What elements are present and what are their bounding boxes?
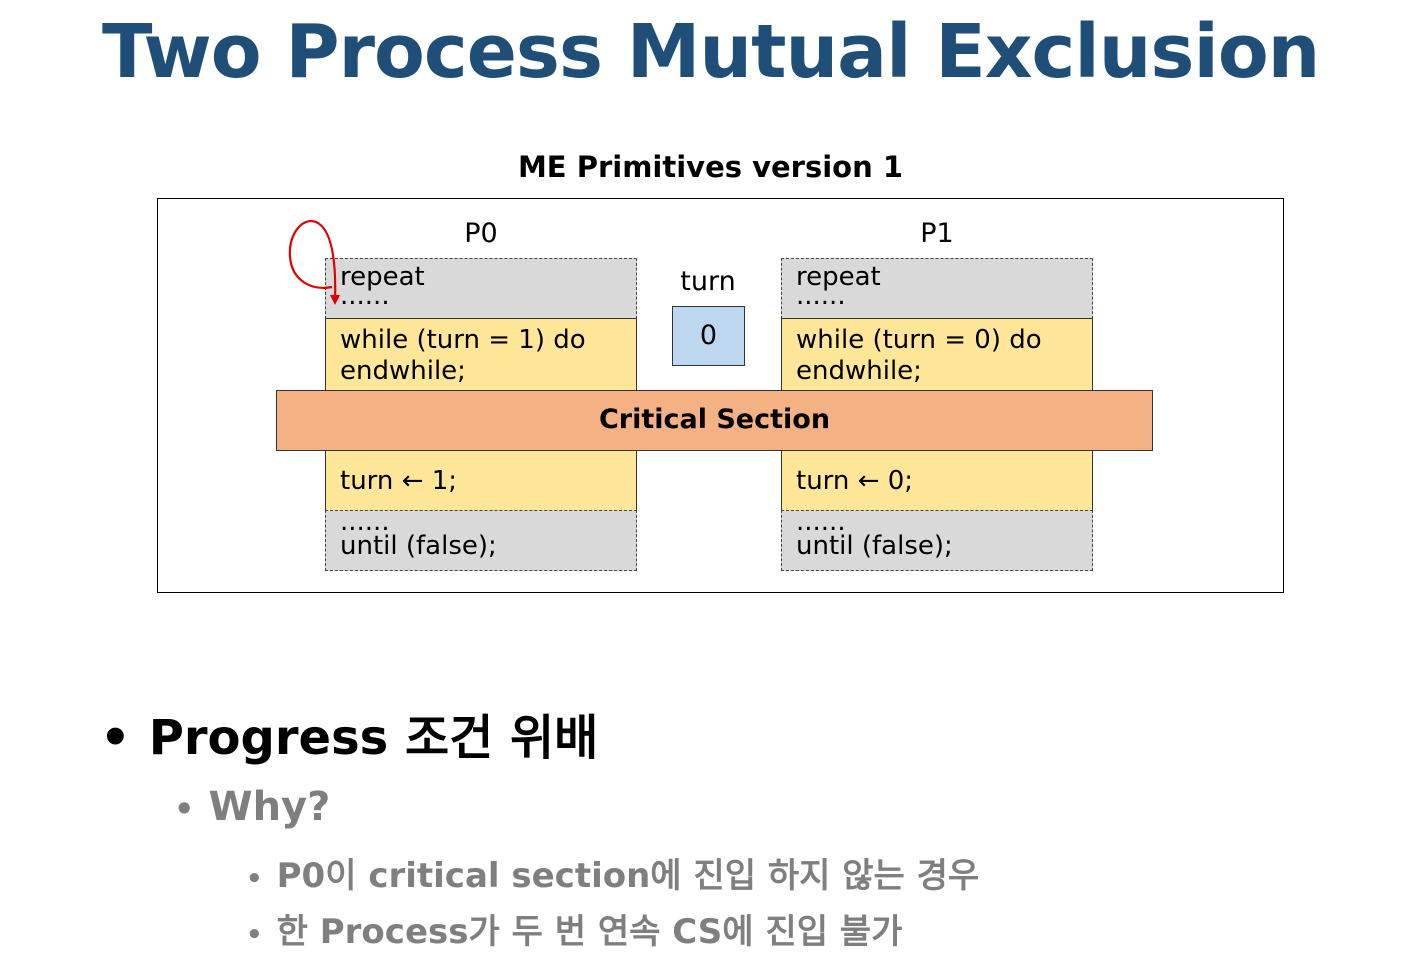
bullet-dot: •	[246, 864, 263, 894]
p0-ellipsis-text: ......	[340, 281, 390, 311]
bullet-dot: •	[100, 710, 131, 766]
bullet-progress-violation: • Progress 조건 위배	[100, 698, 598, 768]
bullet-dot: •	[246, 920, 263, 950]
turn-variable-label: turn	[680, 266, 736, 297]
bullet-why: • Why?	[174, 784, 330, 830]
p0-exit-ellipsis-text: ......	[340, 507, 390, 537]
p1-label: P1	[920, 218, 954, 249]
bullet-reason-2: • 한 Process가 두 번 연속 CS에 진입 불가	[246, 904, 902, 953]
p0-entry-code-box: while (turn = 1) do endwhile;	[325, 318, 637, 392]
turn-variable-box: 0	[672, 306, 745, 366]
p1-while-text: while (turn = 0) do	[796, 325, 1042, 355]
p1-turn-assign-text: turn ← 0;	[796, 466, 913, 496]
p0-until-text: until (false);	[340, 531, 497, 561]
p0-repeat-text: repeat	[340, 262, 425, 292]
p1-ellipsis-text: ......	[796, 281, 846, 311]
p1-entry-repeat-box: repeat ......	[781, 258, 1093, 319]
bullet-reason-1: • P0이 critical section에 진입 하지 않는 경우	[246, 848, 979, 897]
p1-repeat-text: repeat	[796, 262, 881, 292]
p0-endwhile-text: endwhile;	[340, 356, 466, 386]
p1-exit-ellipsis-text: ......	[796, 507, 846, 537]
critical-section-bar: Critical Section	[276, 390, 1153, 451]
loop-arrow-icon	[288, 220, 340, 305]
p0-turn-assign-text: turn ← 1;	[340, 466, 457, 496]
p0-exit-code-box: turn ← 1;	[325, 450, 637, 511]
bullet-progress-text: Progress 조건 위배	[148, 710, 599, 766]
bullet-reason-1-text: P0이 critical section에 진입 하지 않는 경우	[276, 856, 980, 896]
diagram-caption: ME Primitives version 1	[517, 150, 904, 184]
p1-until-text: until (false);	[796, 531, 953, 561]
p1-entry-code-box: while (turn = 0) do endwhile;	[781, 318, 1093, 392]
bullet-why-text: Why?	[208, 784, 331, 830]
p1-exit-until-box: ...... until (false);	[781, 507, 1093, 571]
bullet-reason-2-text: 한 Process가 두 번 연속 CS에 진입 불가	[276, 912, 903, 952]
diagram-frame	[157, 198, 1284, 593]
bullet-dot: •	[174, 790, 195, 828]
p1-endwhile-text: endwhile;	[796, 356, 922, 386]
p1-exit-code-box: turn ← 0;	[781, 450, 1093, 511]
p0-label: P0	[464, 218, 498, 249]
p0-exit-until-box: ...... until (false);	[325, 507, 637, 571]
p0-entry-repeat-box: repeat ......	[325, 258, 637, 319]
p0-while-text: while (turn = 1) do	[340, 325, 586, 355]
slide-title: Two Process Mutual Exclusion	[102, 9, 1320, 95]
